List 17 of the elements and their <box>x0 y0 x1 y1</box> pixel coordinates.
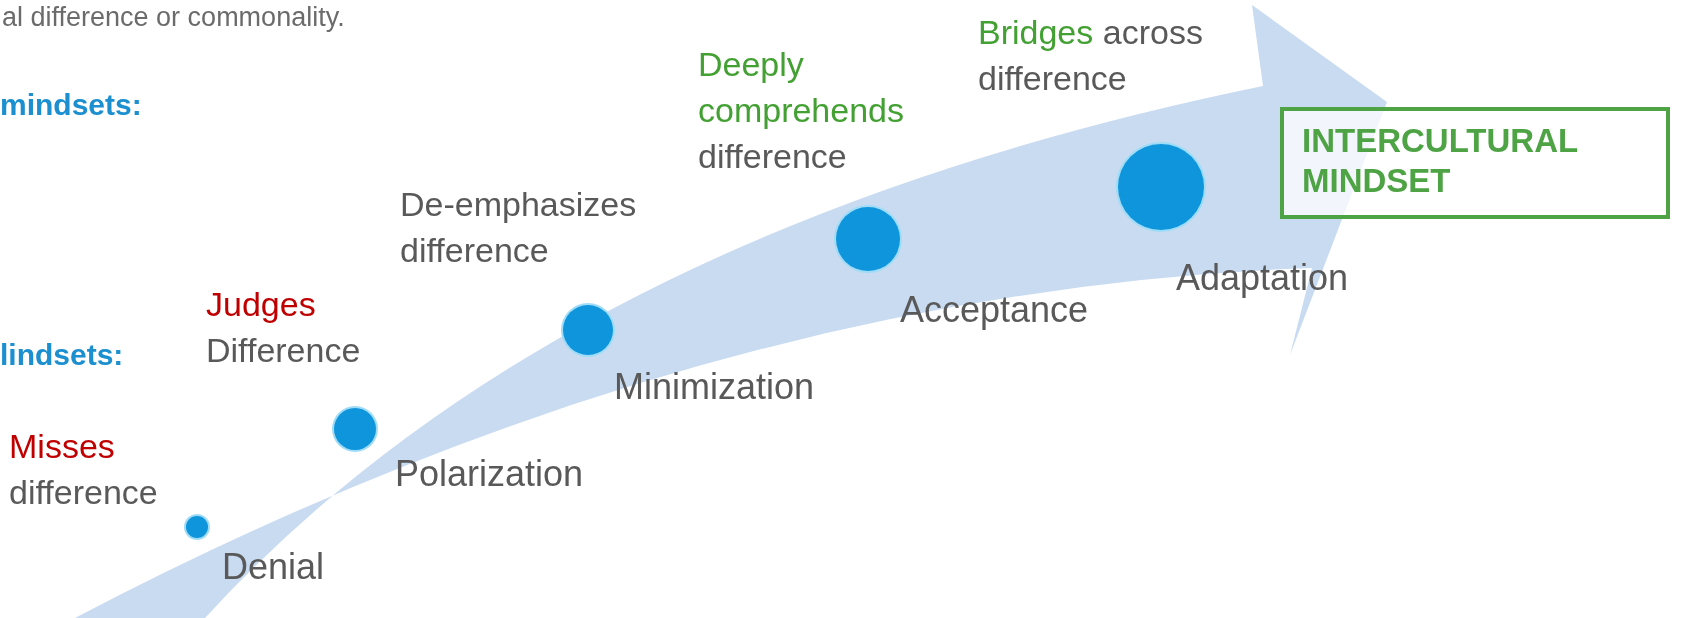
stage-name: Polarization <box>395 452 584 496</box>
stage-dot <box>563 305 613 355</box>
group-heading: mindsets: <box>0 88 142 122</box>
stage-name: Acceptance <box>900 288 1089 332</box>
stage-name: Minimization <box>614 365 815 409</box>
stage-description: De-emphasizes difference <box>400 184 638 271</box>
stage-name: Denial <box>222 545 325 589</box>
stage-dot <box>334 408 376 450</box>
stage-name: Adaptation <box>1176 256 1349 300</box>
mindset-box: INTERCULTURAL MINDSET <box>1280 107 1670 219</box>
stage-description: Misses difference <box>9 426 159 513</box>
stage-description: Judges Difference <box>206 284 362 371</box>
group-heading: lindsets: <box>0 338 124 372</box>
stage-description: Deeply comprehends difference <box>698 44 905 177</box>
stage-dot <box>186 516 208 538</box>
intro-text: al difference or commonality. <box>2 2 345 33</box>
stage-description: Bridges across difference <box>978 12 1204 99</box>
